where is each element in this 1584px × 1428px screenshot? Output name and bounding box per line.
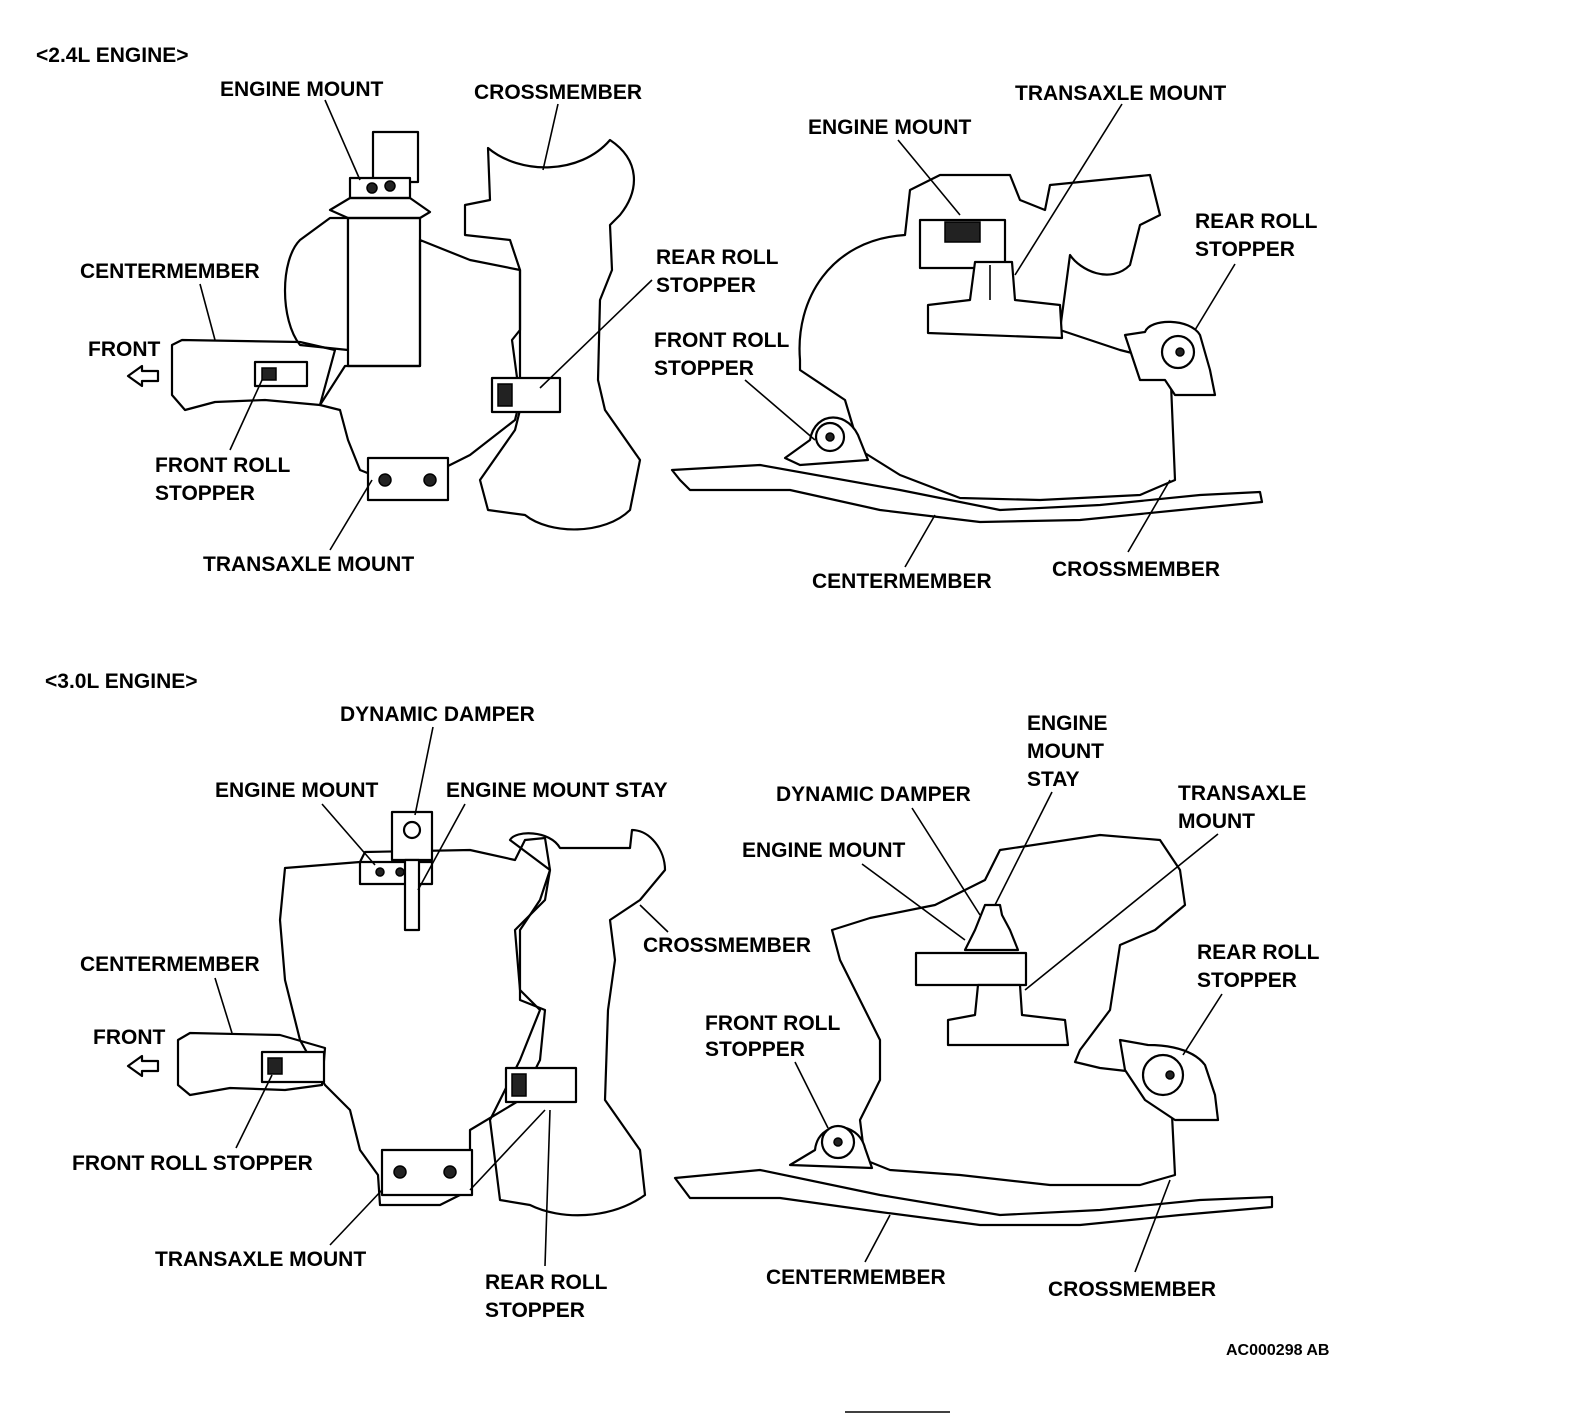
transaxle-mount-part <box>366 456 450 502</box>
label-side-front-roll-stopper-3-0l-2: STOPPER <box>705 1038 805 1061</box>
centermember-outline <box>170 338 337 412</box>
engine-mount-side-part <box>918 218 1007 270</box>
side-view-2-4l-drawing <box>670 173 1264 524</box>
label-rear-roll-stopper-2: STOPPER <box>656 274 756 297</box>
transaxle-mount-side-part-3-0l <box>946 983 1070 1047</box>
label-side-front-roll-stopper-2: STOPPER <box>654 357 754 380</box>
label-side-dynamic-damper-3-0l: DYNAMIC DAMPER <box>776 783 971 806</box>
engine-mount-stay-part <box>403 858 421 932</box>
engine-mount-side-part-3-0l <box>914 951 1028 987</box>
side-view-3-0l-labels: ENGINE MOUNT STAY DYNAMIC DAMPER TRANSAX… <box>705 712 1320 1301</box>
centermember-side-3-0l <box>673 1168 1274 1227</box>
label-front-roll-stopper-2: STOPPER <box>155 482 255 505</box>
label-side-centermember: CENTERMEMBER <box>812 570 992 593</box>
label-engine-mount-3-0l: ENGINE MOUNT <box>215 779 379 802</box>
rear-roll-stopper-part-3-0l <box>504 1066 578 1104</box>
rear-roll-stopper-part <box>490 376 562 414</box>
label-side-centermember-3-0l: CENTERMEMBER <box>766 1266 946 1289</box>
transaxle-mount-side-part <box>926 260 1064 340</box>
label-side-crossmember: CROSSMEMBER <box>1052 558 1220 581</box>
rear-roll-stopper-side-part <box>1123 320 1217 397</box>
front-roll-stopper-part-3-0l <box>260 1050 326 1084</box>
front-roll-stopper-part <box>253 360 309 388</box>
label-side-engine-mount: ENGINE MOUNT <box>808 116 972 139</box>
top-view-2-4l-labels: ENGINE MOUNT CROSSMEMBER CENTERMEMBER FR… <box>80 78 779 576</box>
crossmember-outline <box>463 138 642 531</box>
label-crossmember-3-0l: CROSSMEMBER <box>643 934 811 957</box>
engine-block <box>346 216 422 368</box>
label-front-roll-stopper-1: FRONT ROLL <box>155 454 290 477</box>
label-side-transaxle-mount-3-0l-2: MOUNT <box>1178 810 1255 833</box>
front-roll-stopper-side-part <box>783 416 870 467</box>
label-rear-roll-stopper-3-0l-1: REAR ROLL <box>485 1271 608 1294</box>
label-front: FRONT <box>88 338 160 361</box>
front-arrow-icon-3-0l <box>126 1054 160 1078</box>
label-side-engine-mount-stay-2: MOUNT <box>1027 740 1104 763</box>
dynamic-damper-side-part <box>963 903 1020 952</box>
front-arrow-icon <box>126 364 160 388</box>
label-side-transaxle-mount: TRANSAXLE MOUNT <box>1015 82 1226 105</box>
label-side-rear-roll-stopper-1: REAR ROLL <box>1195 210 1318 233</box>
label-side-front-roll-stopper-3-0l-1: FRONT ROLL <box>705 1012 840 1035</box>
label-dynamic-damper: DYNAMIC DAMPER <box>340 703 535 726</box>
top-view-3-0l-labels: DYNAMIC DAMPER ENGINE MOUNT ENGINE MOUNT… <box>72 703 811 1322</box>
label-engine-mount-stay: ENGINE MOUNT STAY <box>446 779 668 802</box>
label-side-rear-roll-stopper-3-0l-2: STOPPER <box>1197 969 1297 992</box>
label-crossmember: CROSSMEMBER <box>474 81 642 104</box>
label-side-front-roll-stopper-1: FRONT ROLL <box>654 329 789 352</box>
engine-side-outline-3-0l <box>830 833 1187 1187</box>
label-side-crossmember-3-0l: CROSSMEMBER <box>1048 1278 1216 1301</box>
side-view-3-0l-drawing <box>673 833 1274 1227</box>
label-rear-roll-stopper-1: REAR ROLL <box>656 246 779 269</box>
side-view-2-4l-labels: ENGINE MOUNT TRANSAXLE MOUNT REAR ROLL S… <box>654 82 1318 593</box>
label-front-3-0l: FRONT <box>93 1026 165 1049</box>
label-centermember: CENTERMEMBER <box>80 260 260 283</box>
transaxle-mount-part-3-0l <box>380 1148 474 1197</box>
centermember-side <box>670 463 1264 524</box>
top-view-2-4l-drawing <box>126 130 642 531</box>
label-engine-mount: ENGINE MOUNT <box>220 78 384 101</box>
dynamic-damper-part <box>390 810 434 862</box>
engine-mount-part <box>328 130 432 220</box>
label-transaxle-mount: TRANSAXLE MOUNT <box>203 553 414 576</box>
label-rear-roll-stopper-3-0l-2: STOPPER <box>485 1299 585 1322</box>
label-side-rear-roll-stopper-2: STOPPER <box>1195 238 1295 261</box>
centermember-outline-3-0l <box>176 1031 327 1097</box>
label-transaxle-mount-3-0l: TRANSAXLE MOUNT <box>155 1248 366 1271</box>
label-side-rear-roll-stopper-3-0l-1: REAR ROLL <box>1197 941 1320 964</box>
section-heading-2-4l: <2.4L ENGINE> <box>36 44 189 67</box>
label-side-engine-mount-3-0l: ENGINE MOUNT <box>742 839 906 862</box>
label-side-engine-mount-stay-1: ENGINE <box>1027 712 1108 735</box>
front-roll-stopper-side-part-3-0l <box>788 1124 874 1170</box>
label-side-engine-mount-stay-3: STAY <box>1027 768 1080 791</box>
section-heading-3-0l: <3.0L ENGINE> <box>45 670 198 693</box>
top-view-3-0l-drawing <box>126 810 667 1217</box>
label-centermember-3-0l: CENTERMEMBER <box>80 953 260 976</box>
engine-mount-part-3-0l <box>358 860 434 886</box>
rear-roll-stopper-side-part-3-0l <box>1118 1038 1220 1122</box>
label-side-transaxle-mount-3-0l-1: TRANSAXLE <box>1178 782 1306 805</box>
label-front-roll-stopper-3-0l: FRONT ROLL STOPPER <box>72 1152 313 1175</box>
figure-code: AC000298 AB <box>1226 1342 1329 1359</box>
engine-block-outline <box>284 216 350 352</box>
crossmember-outline-3-0l <box>488 828 667 1217</box>
